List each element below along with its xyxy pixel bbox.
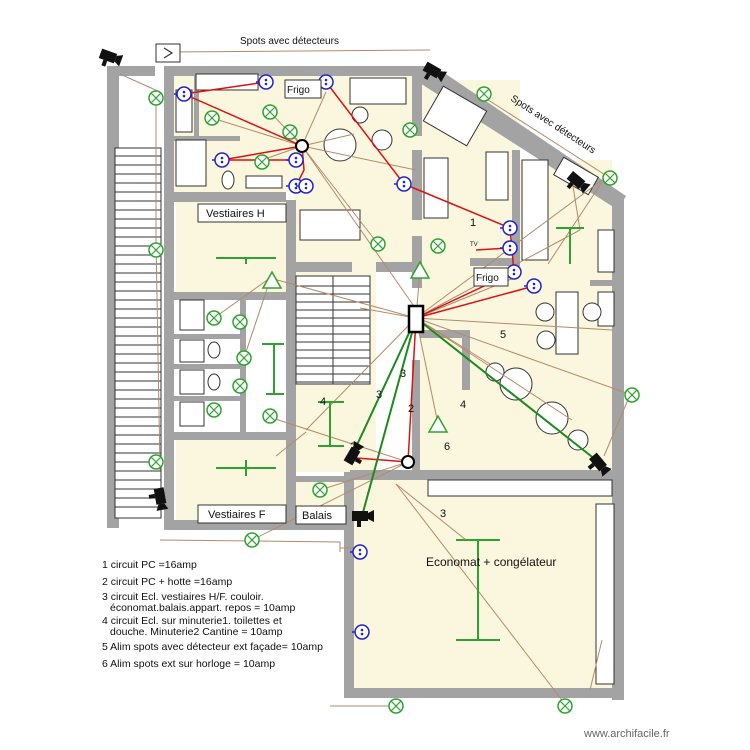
power-socket-icon	[394, 176, 412, 192]
ceiling-light-icon	[206, 310, 222, 326]
detector-camera-icon	[98, 48, 124, 67]
ceiling-light-icon	[602, 170, 618, 186]
ceiling-light-icon	[232, 314, 248, 330]
label-tv: TV	[470, 242, 478, 248]
legend-line-5: 5 Alim spots avec détecteur ext façade= …	[102, 641, 323, 653]
label-frigo-cantine: Frigo	[476, 273, 499, 284]
wall-lamp-icon	[261, 270, 283, 289]
ceiling-light-icon	[232, 378, 248, 394]
label-vestiaires-f: Vestiaires F	[208, 509, 266, 521]
detector-camera-icon	[566, 171, 591, 194]
ceiling-light-icon	[262, 408, 278, 424]
detector-camera-icon	[422, 61, 448, 83]
legend-line-6: 6 Alim spots ext sur horloge = 10amp	[102, 658, 275, 670]
legend-line-3a: 3 circuit Ecl. vestiaires H/F. couloir.	[102, 591, 264, 603]
meter-box-icon	[155, 43, 181, 63]
junction-corridor	[401, 455, 415, 469]
ceiling-rails	[216, 227, 584, 641]
junction-kitchen	[295, 139, 309, 153]
power-socket-icon	[296, 178, 314, 194]
power-socket-icon	[350, 544, 368, 560]
circuit-numbers: 1 5 3 3 4 2 4 6 2 3	[320, 217, 506, 520]
ceiling-light-icon	[262, 104, 278, 120]
detector-camera-icon	[352, 510, 374, 527]
power-socket-icon	[286, 152, 304, 168]
circuit-number: 3	[400, 368, 406, 380]
ceiling-light-icon	[254, 154, 270, 170]
ceiling-light-icon	[204, 110, 220, 126]
legend-line-2: 2 circuit PC + hotte =16amp	[102, 576, 232, 588]
label-economat: Economat + congélateur	[426, 555, 556, 569]
ceiling-light-icon	[148, 242, 164, 258]
power-socket-icon	[524, 278, 542, 294]
circuit-number: 2	[408, 403, 414, 415]
ceiling-light-icon	[388, 698, 404, 714]
ceiling-light-icon	[148, 90, 164, 106]
detector-cameras	[98, 43, 612, 527]
legend-line-3b: économat.balais.appart. repos = 10amp	[110, 602, 295, 614]
ceiling-light-icon	[206, 402, 222, 418]
ceiling-light-icon	[370, 236, 386, 252]
circuit-number: 5	[500, 329, 506, 341]
label-vestiaires-h: Vestiaires H	[206, 208, 265, 220]
watermark: www.archifacile.fr	[583, 728, 670, 740]
ceiling-light-icon	[244, 532, 260, 548]
detector-camera-icon	[587, 452, 612, 477]
room-labels: Frigo Frigo Vestiaires H Vestiaires F Ba…	[197, 79, 556, 569]
ceiling-light-icon	[402, 122, 418, 138]
spots-top-label: Spots avec détecteurs	[240, 36, 339, 47]
circuit-number: 4	[460, 399, 466, 411]
legend-line-4a: 4 circuit Ecl. sur minuterie1. toilettes…	[102, 615, 282, 627]
detector-camera-icon	[148, 487, 169, 511]
circuit-number: 3	[440, 508, 446, 520]
circuit-number: 6	[444, 441, 450, 453]
ceiling-light-icon	[624, 387, 640, 403]
wiring-brown	[119, 49, 633, 707]
ceiling-light-icon	[282, 124, 298, 140]
power-socket-icon	[500, 240, 518, 256]
central-staircase	[295, 275, 371, 385]
circuit-number: 1	[470, 217, 476, 229]
legend-line-4b: douche. Minuterie2 Cantine = 10amp	[110, 626, 283, 638]
circuit-number: 3	[376, 389, 382, 401]
circuit-number: 2	[350, 441, 356, 453]
wall-lamp-icon	[427, 414, 449, 433]
light-fixtures	[148, 86, 640, 714]
power-socket-icon	[256, 74, 274, 90]
ceiling-light-icon	[557, 698, 573, 714]
power-socket-icon	[174, 86, 192, 102]
ceiling-light-icon	[148, 454, 164, 470]
power-socket-icon	[352, 624, 370, 640]
label-balais: Balais	[302, 510, 332, 522]
ceiling-light-icon	[312, 482, 328, 498]
legend: 1 circuit PC =16amp 2 circuit PC + hotte…	[102, 559, 323, 670]
ceiling-light-icon	[430, 238, 446, 254]
label-frigo-kitchen: Frigo	[287, 85, 310, 96]
power-socket-icon	[500, 220, 518, 236]
electrical-sockets	[174, 74, 542, 640]
ceiling-light-icon	[476, 86, 492, 102]
wall-lamp-icon	[409, 260, 431, 279]
power-socket-icon	[212, 152, 230, 168]
detector-camera-icon	[343, 440, 365, 466]
wiring-green	[349, 317, 597, 517]
junction-boxes	[295, 139, 425, 469]
ceiling-light-icon	[236, 350, 252, 366]
electrical-panel	[407, 304, 425, 334]
legend-line-1: 1 circuit PC =16amp	[102, 559, 197, 571]
circuit-number: 4	[320, 396, 326, 408]
